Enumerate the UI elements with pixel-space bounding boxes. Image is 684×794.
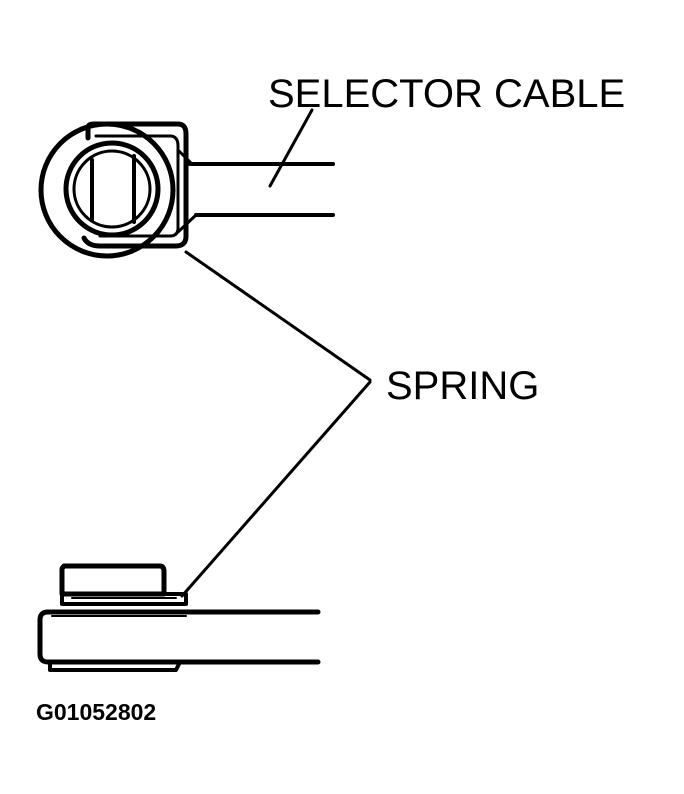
selector-cable-label: SELECTOR CABLE	[268, 72, 626, 116]
selector-cable-leader	[268, 108, 314, 188]
spring-clip-top	[81, 121, 189, 249]
spring-clip-inner	[94, 134, 180, 238]
bushing-inner-ring	[63, 140, 161, 238]
spring-layer	[60, 592, 188, 606]
top-cable-end-view	[38, 121, 335, 259]
figure-code: G01052802	[36, 699, 157, 725]
bottom-side-view	[37, 563, 321, 672]
spring-leader-top	[184, 250, 372, 382]
leader-lines	[180, 108, 372, 598]
spring-leader-bottom	[180, 380, 372, 598]
bushing-inner-ring-2	[72, 149, 152, 229]
lever-arm	[37, 609, 321, 665]
spring-label: SPRING	[386, 364, 540, 408]
bushing-block	[59, 563, 167, 597]
cable-neck	[176, 148, 198, 234]
lever-flange	[48, 660, 182, 672]
